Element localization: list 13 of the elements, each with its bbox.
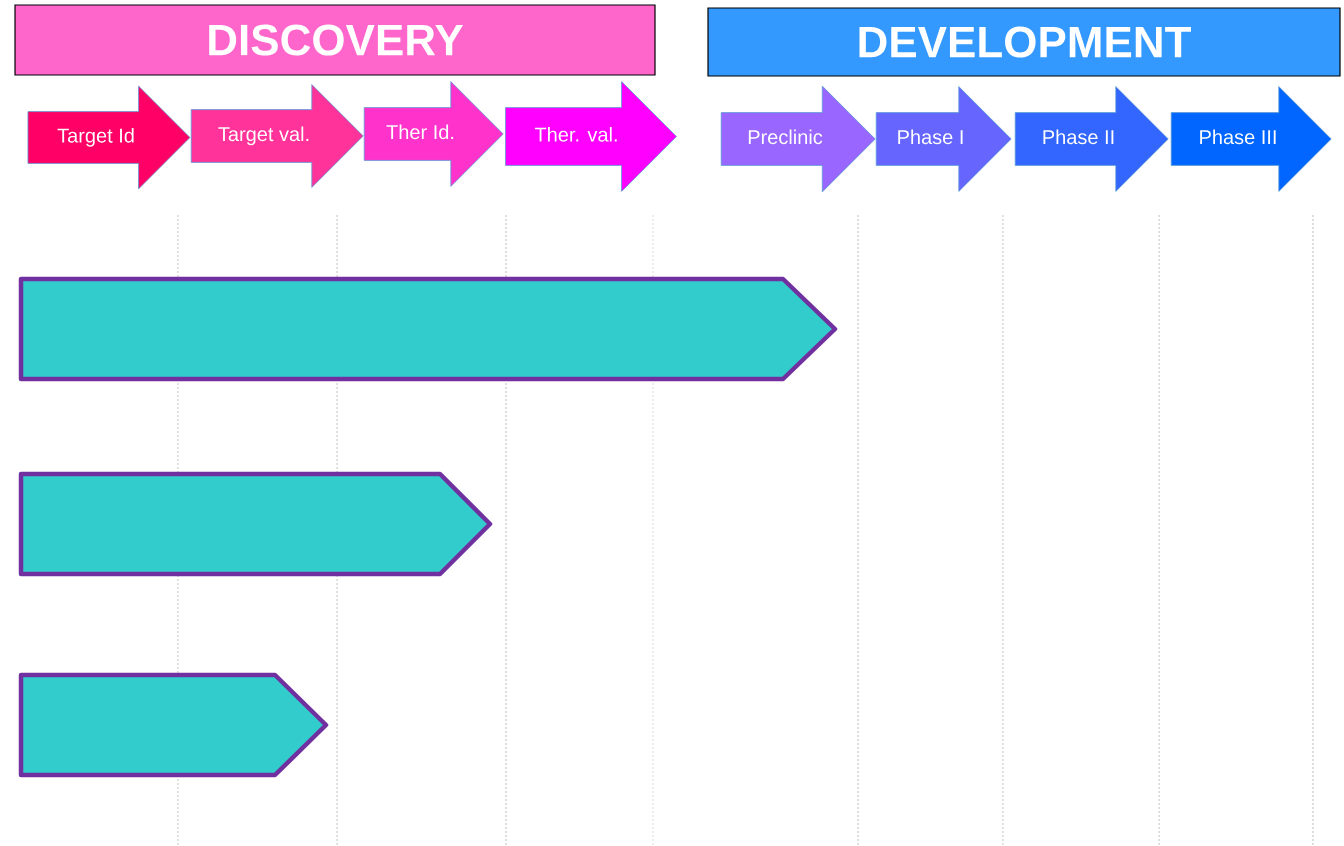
stage-banner: Target val. — [190, 84, 364, 188]
progress-bar — [18, 276, 838, 382]
stage-banner: Phase III — [1170, 86, 1332, 192]
stage-banner: Ther. val. — [505, 81, 677, 192]
progress-bar — [18, 471, 493, 577]
stage-banner: Preclinic — [720, 85, 876, 193]
phase-banner: DISCOVERY — [14, 4, 656, 76]
progress-bar — [18, 672, 329, 778]
phase-banner: DEVELOPMENT — [707, 7, 1341, 77]
stage-banner: Ther Id. — [363, 81, 504, 187]
stage-banner: Target Id — [27, 85, 191, 190]
stage-banner: Phase II — [1014, 86, 1169, 192]
stage-banner: Phase I — [875, 86, 1012, 192]
